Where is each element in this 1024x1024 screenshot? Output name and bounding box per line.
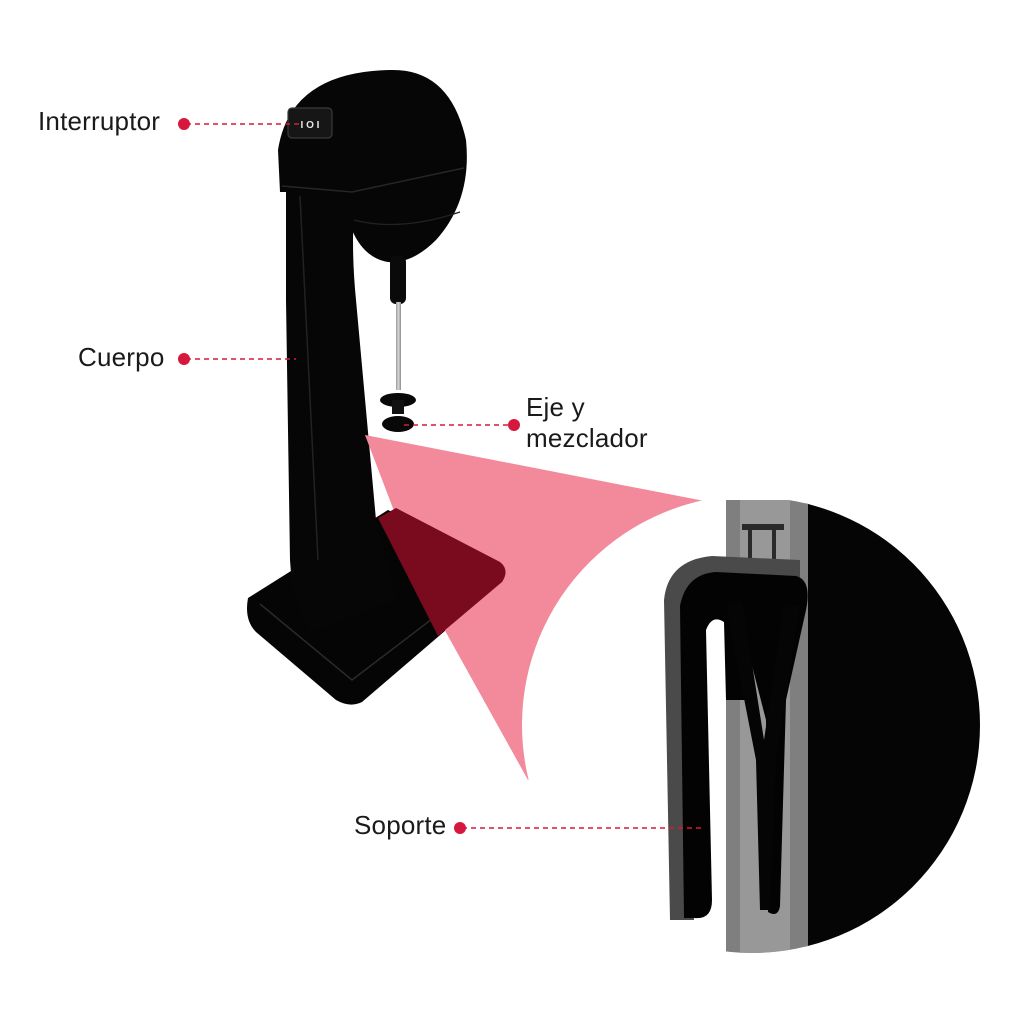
marker-dot-eje bbox=[508, 419, 520, 431]
power-switch: I O I bbox=[287, 107, 333, 139]
switch-label: I O I bbox=[301, 120, 320, 131]
leader-lines bbox=[186, 123, 702, 829]
label-eje-line1: Eje y bbox=[526, 392, 585, 422]
label-markers bbox=[178, 118, 520, 834]
label-eje-line2: mezclador bbox=[526, 423, 648, 454]
zoom-circle bbox=[522, 495, 982, 955]
marker-dot-soporte bbox=[454, 822, 466, 834]
label-cuerpo: Cuerpo bbox=[78, 342, 165, 372]
mixer-shaft bbox=[380, 256, 416, 432]
zoom-beam bbox=[365, 435, 725, 780]
label-eje-mezclador: Eje y mezclador bbox=[526, 392, 648, 454]
label-soporte: Soporte bbox=[354, 810, 447, 840]
marker-dot-cuerpo bbox=[178, 353, 190, 365]
base-highlight bbox=[378, 508, 506, 636]
label-interruptor: Interruptor bbox=[38, 106, 161, 136]
marker-dot-interruptor bbox=[178, 118, 190, 130]
mixer-body bbox=[286, 182, 396, 632]
